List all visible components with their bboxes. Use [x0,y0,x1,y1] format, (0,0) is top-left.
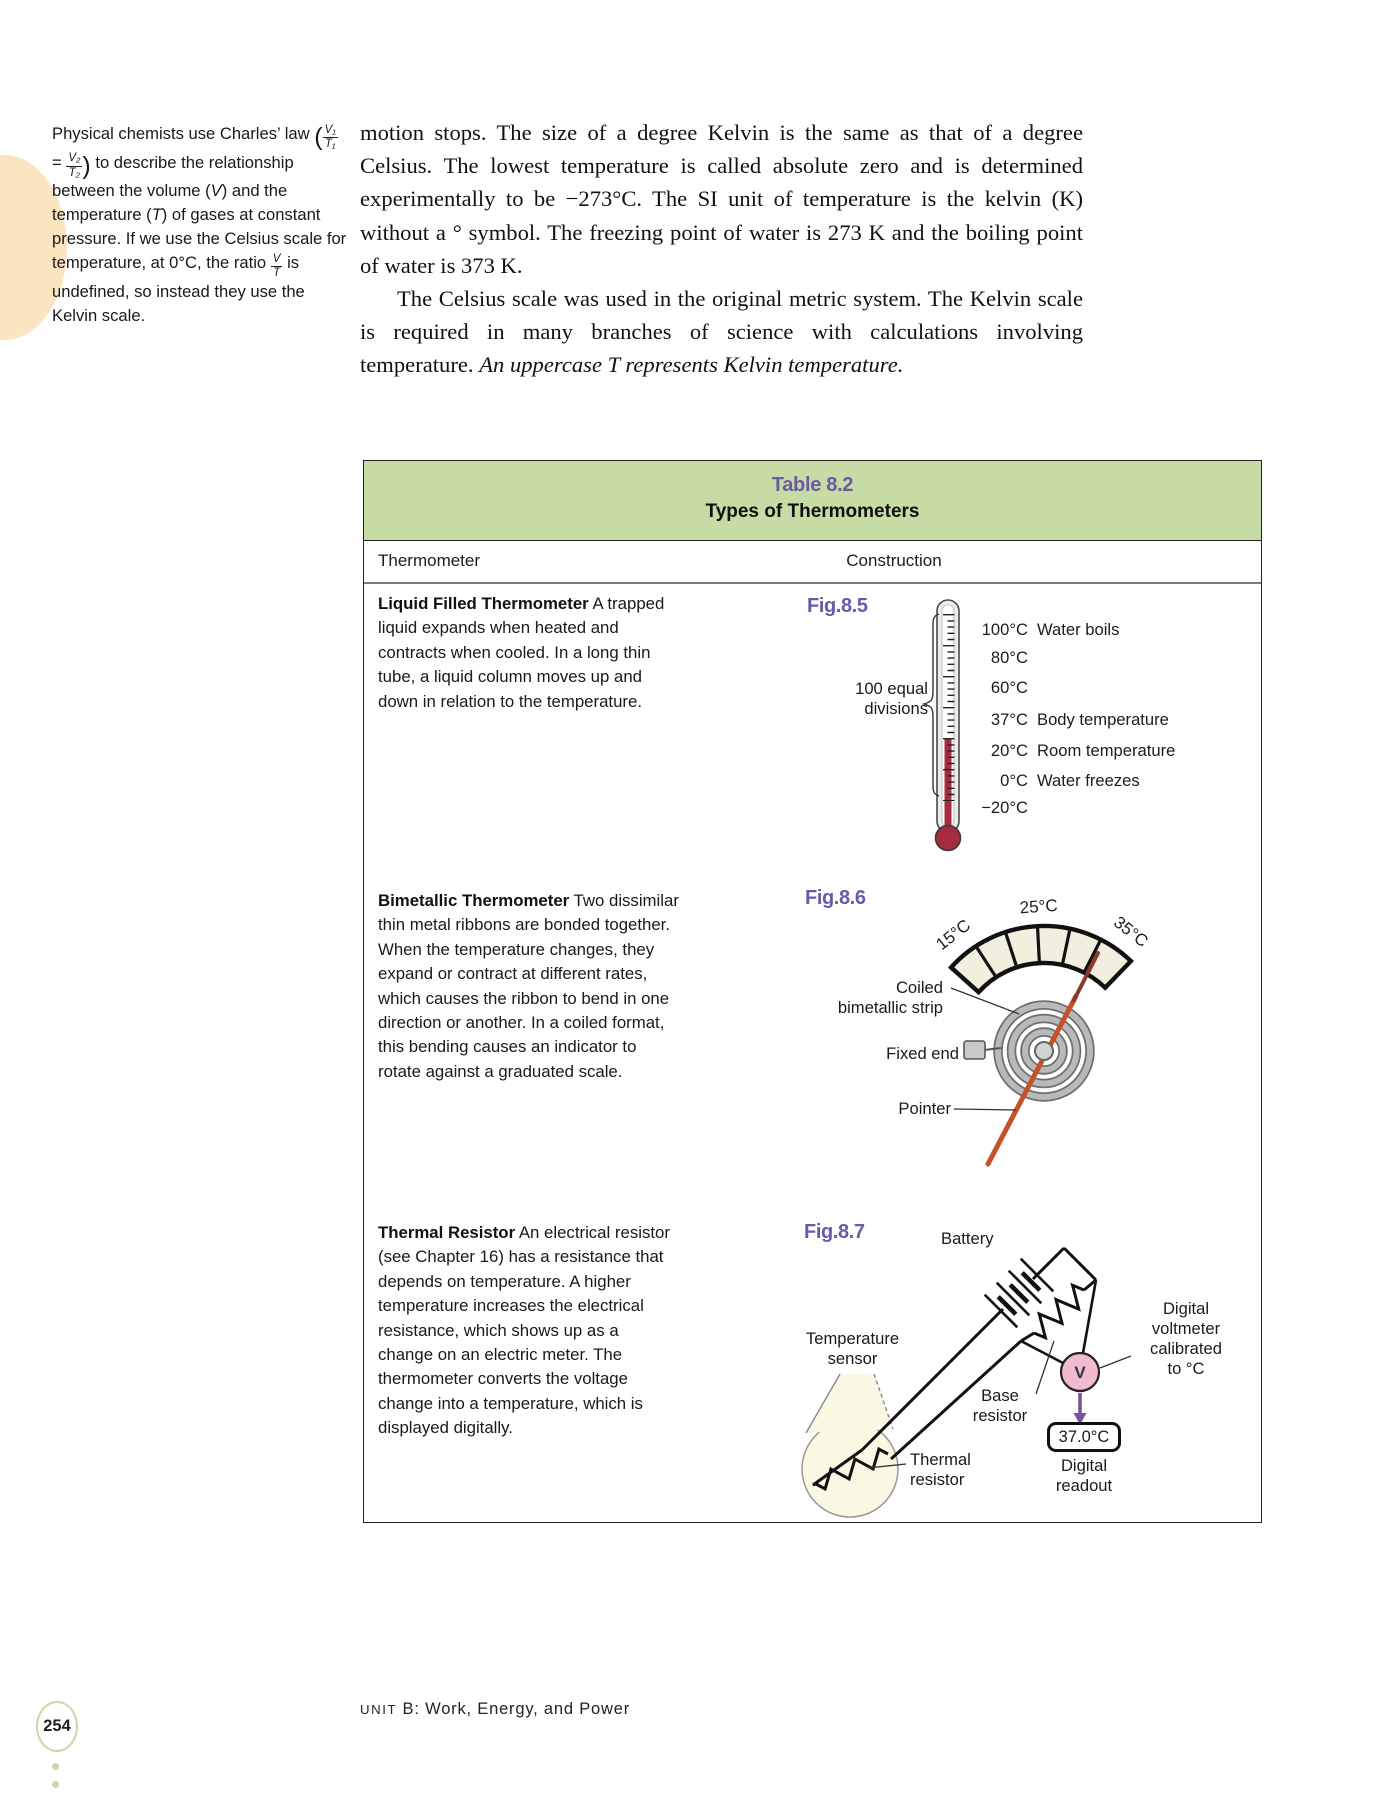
coiled-strip-label: Coiled bimetallic strip [837,978,943,1017]
liquid-column [944,739,952,834]
divisions-label: 100 equal divisions [855,679,928,718]
body-text: motion stops. The size of a degree Kelvi… [360,116,1083,382]
dial-label-25: 25°C [1019,896,1058,917]
column-header-thermometer: Thermometer [378,551,481,570]
digital-readout-label: Digital readout [1055,1456,1113,1495]
fig-8-6-label: Fig.8.6 [805,887,866,909]
kelvin-italic-sentence: An uppercase T represents Kelvin tempera… [479,352,904,378]
dial-drawing: 15°C 25°C 35°C [932,896,1152,1167]
voltmeter-symbol: V [1074,1363,1086,1382]
dial-label-35: 35°C [1110,913,1152,951]
graduated-scale-arc [947,923,1135,996]
footer-unit-title: UNIT B: Work, Energy, and Power [360,1700,631,1718]
table-subtitle: Types of Thermometers [705,501,920,522]
circuit-drawing: V [801,1246,1132,1518]
thermometer-drawing [921,599,962,852]
column-header-row: Thermometer Construction [364,541,1261,584]
sensor-magnifier-circle [801,1420,899,1518]
temperature-sensor-label: Temperature sensor [805,1329,900,1368]
column-header-construction: Construction [846,551,942,570]
paragraph-1: motion stops. The size of a degree Kelvi… [360,120,1083,278]
margin-note-text: is undefined, so instead they use the Ke… [52,253,305,325]
thermal-resistor-label: Thermal resistor [910,1450,971,1489]
scale-line-60: 60°C [990,678,1028,697]
paren-close: ) [82,151,91,180]
scale-line-80: 80°C [990,648,1028,667]
margin-note-text: ) and the temperature ( [52,181,288,224]
digital-readout-value: 37.0°C [1047,1422,1121,1452]
footer-dot [52,1781,59,1788]
table-title: Table 8.2 [771,474,854,496]
margin-note-text: to describe the relationship between the… [52,152,294,201]
fixed-end-block [963,1040,986,1060]
fig-8-5-label: Fig.8.5 [807,595,868,617]
row-bimetallic-text: Bimetallic Thermometer Two dissimilar th… [378,891,679,1081]
page-number: 254 [36,1701,78,1752]
base-resistor-label: Base resistor [972,1386,1028,1425]
fig-8-7-thermal-resistor-circuit: V Battery Temperature sensor Base resist… [796,1226,1263,1521]
digital-voltmeter-label: Digital voltmeter calibrated to °C [1150,1299,1222,1378]
table-body: Liquid Filled Thermometer A trapped liqu… [364,584,1261,1521]
margin-note-text: ) of gases at constant pressure. If we u… [52,205,347,272]
scale-line-minus20: −20°C [981,798,1028,817]
wire [860,1307,1005,1452]
paragraph-2: The Celsius scale was used in the origin… [360,286,1083,378]
pointer-needle [985,993,1079,1167]
base-resistor-zigzag [1033,1282,1085,1341]
fixed-end-label: Fixed end [886,1044,959,1063]
pointer-label: Pointer [898,1099,951,1118]
variable-v: V [210,181,222,200]
margin-note-text: Physical chemists use Charles’ law [52,124,310,143]
footer-dot [52,1763,59,1770]
thermal-resistor-zigzag [815,1446,889,1492]
pivot-hub [1034,1041,1054,1061]
brace [921,613,940,797]
fig-8-6-bimetallic-thermometer: 15°C 25°C 35°C [836,896,1166,1191]
battery-plate [1019,1257,1055,1293]
table-header: Table 8.2 Types of Thermometers [364,461,1261,541]
row-liquid-filled-text: Liquid Filled Thermometer A trapped liqu… [378,594,665,711]
fig-8-7-label: Fig.8.7 [804,1221,865,1243]
equals-sign: = [52,152,62,172]
battery-label: Battery [941,1229,994,1248]
voltmeter-circle [1059,1351,1101,1393]
paren-open: ( [314,123,323,151]
row-thermal-resistor-text: Thermal Resistor An electrical resistor … [378,1223,670,1438]
thermometer-bulb [934,824,962,852]
thermometer-types-table: Table 8.2 Types of Thermometers Thermome… [363,460,1262,1523]
dial-label-15: 15°C [932,916,974,954]
variable-t: T [151,205,162,224]
